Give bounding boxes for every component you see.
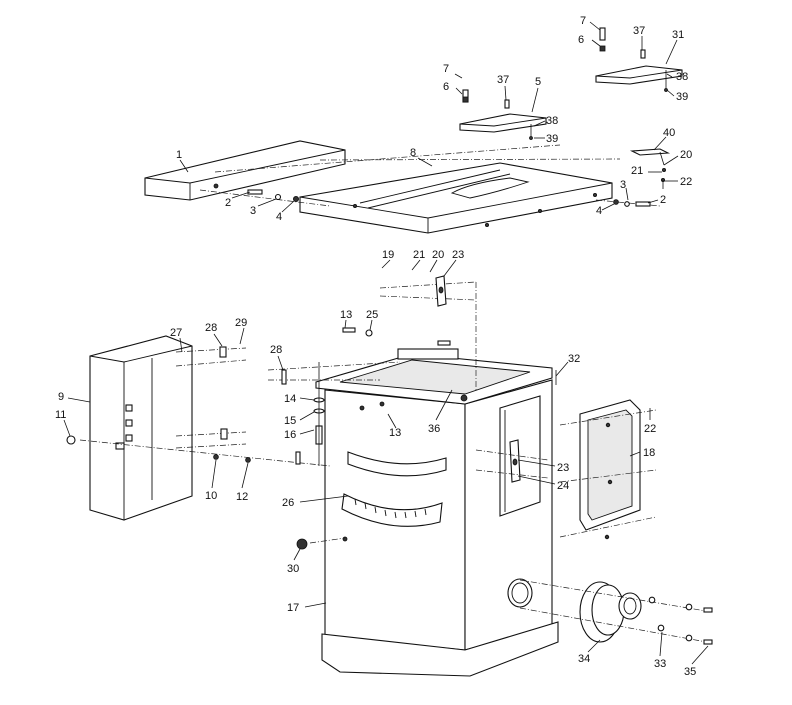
callout-c27: 27 xyxy=(170,327,182,339)
callout-c5: 5 xyxy=(535,76,541,88)
callout-c7b: 7 xyxy=(580,15,586,27)
callout-c4a: 4 xyxy=(276,211,282,223)
callout-c9: 9 xyxy=(58,391,64,403)
callout-c7a: 7 xyxy=(443,63,449,75)
side-cover-part-9 xyxy=(66,335,193,521)
wing-bolt-set-right xyxy=(595,199,661,207)
callout-c3b: 3 xyxy=(620,179,626,191)
callout-c3a: 3 xyxy=(250,205,256,217)
callout-c1: 1 xyxy=(176,149,182,161)
callout-c23a: 23 xyxy=(452,249,464,261)
wing-bolt-set-left xyxy=(199,189,331,207)
callout-c13b: 13 xyxy=(389,427,401,439)
table-insert-part-5 xyxy=(459,89,547,140)
callout-c17: 17 xyxy=(287,602,299,614)
callout-c35: 35 xyxy=(684,666,696,678)
rail-hardware xyxy=(267,275,477,390)
callout-c2a: 2 xyxy=(225,197,231,209)
callout-c33: 33 xyxy=(654,658,666,670)
callout-c37a: 37 xyxy=(497,74,509,86)
callout-c36: 36 xyxy=(428,423,440,435)
bracket-part-40 xyxy=(629,148,671,189)
callout-c37b: 37 xyxy=(633,25,645,37)
callout-c34: 34 xyxy=(578,653,590,665)
handwheel-knob-part-30 xyxy=(296,537,346,550)
stop-bolt-stack xyxy=(313,362,325,466)
rail-bracket-part-32 xyxy=(475,370,557,483)
callout-c20a: 20 xyxy=(680,149,692,161)
callout-c6a: 6 xyxy=(443,81,449,93)
main-table-part-8 xyxy=(299,162,613,234)
callout-c31: 31 xyxy=(672,29,684,41)
dust-port-part-34 xyxy=(519,579,713,645)
callout-c22a: 22 xyxy=(680,176,692,188)
cabinet-part-17 xyxy=(315,348,559,677)
callout-c28a: 28 xyxy=(205,322,217,334)
callout-c23b: 23 xyxy=(557,462,569,474)
callout-c26: 26 xyxy=(282,497,294,509)
callout-c39a: 39 xyxy=(546,133,558,145)
extension-wing-part-1 xyxy=(144,140,346,201)
callout-c11: 11 xyxy=(55,409,66,421)
callout-c15: 15 xyxy=(284,415,296,427)
callout-c4b: 4 xyxy=(596,205,602,217)
callout-c13a: 13 xyxy=(340,309,352,321)
callout-c25: 25 xyxy=(366,309,378,321)
callout-labels: 1 2 3 4 8 7 6 37 5 38 39 7 6 37 31 38 39… xyxy=(55,15,696,678)
callout-c21b: 21 xyxy=(413,249,425,261)
callout-c19: 19 xyxy=(382,249,394,261)
callout-c30: 30 xyxy=(287,563,299,575)
callout-c6b: 6 xyxy=(578,34,584,46)
callout-c18: 18 xyxy=(643,447,655,459)
leader-lines xyxy=(63,21,709,665)
callout-c32: 32 xyxy=(568,353,580,365)
callout-c38a: 38 xyxy=(546,115,558,127)
callout-c22b: 22 xyxy=(644,423,656,435)
callout-c10: 10 xyxy=(205,490,217,502)
table-insert-part-31 xyxy=(595,27,683,92)
motor-cover-part-18 xyxy=(559,399,657,540)
callout-c40: 40 xyxy=(663,127,675,139)
callout-c39b: 39 xyxy=(676,91,688,103)
callout-c2b: 2 xyxy=(660,194,666,206)
callout-c29: 29 xyxy=(235,317,247,329)
callout-c24: 24 xyxy=(557,480,569,492)
cover-hardware xyxy=(79,346,331,467)
callout-c16: 16 xyxy=(284,429,296,441)
callout-c8: 8 xyxy=(410,147,416,159)
callout-c38b: 38 xyxy=(676,71,688,83)
callout-c21a: 21 xyxy=(631,165,643,177)
callout-c14: 14 xyxy=(284,393,296,405)
callout-c20b: 20 xyxy=(432,249,444,261)
callout-c12: 12 xyxy=(236,491,248,503)
callout-c28b: 28 xyxy=(270,344,282,356)
